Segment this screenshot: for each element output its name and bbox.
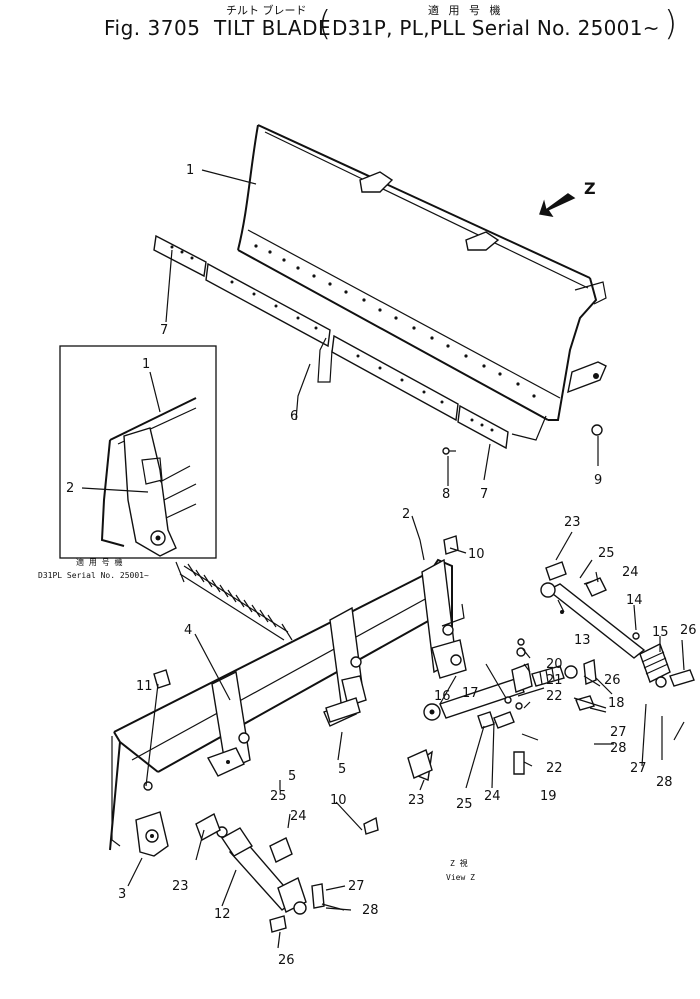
callout-23b: 23 [408, 793, 425, 808]
inset-serial-label: D31PL Serial No. 25001~ [38, 571, 149, 580]
callout-2: 2 [402, 507, 410, 522]
open-bracket: ( [318, 4, 332, 44]
callout-20: 20 [546, 657, 563, 672]
callout-27b: 27 [630, 761, 647, 776]
applicable-models: D31P, PL,PLL Serial No. 25001~ [332, 16, 660, 40]
callout-2-inset: 2 [66, 481, 74, 496]
inset-detail [59, 345, 217, 559]
callout-26b: 26 [604, 673, 621, 688]
callout-5b: 5 [288, 769, 296, 784]
view-z-label: View Z [446, 873, 475, 882]
callout-numbers: 1 1 2 2 3 4 5 5 6 7 7 8 9 10 10 11 12 13… [66, 163, 697, 968]
japanese-title: チルト ブレード [226, 4, 307, 17]
applicable-models-label: 適 用 号 機 [428, 4, 504, 17]
cutting-edges [153, 234, 509, 481]
callout-1: 1 [186, 163, 194, 178]
z-arrow-letter: Z [584, 179, 596, 198]
tilt-brace [540, 561, 695, 688]
callout-28b: 28 [656, 775, 673, 790]
callout-1-inset: 1 [142, 357, 150, 372]
callout-15: 15 [652, 625, 669, 640]
callout-27a: 27 [610, 725, 627, 740]
leader-lines [127, 169, 685, 949]
callout-17: 17 [462, 686, 479, 701]
reference-arrow [175, 561, 293, 641]
callout-9: 9 [594, 473, 602, 488]
callout-24b: 24 [484, 789, 501, 804]
callout-23a: 23 [564, 515, 581, 530]
close-bracket: ) [664, 4, 678, 44]
callout-21: 21 [546, 673, 563, 688]
callout-4: 4 [184, 623, 192, 638]
figure-number: Fig. 3705 [104, 16, 201, 40]
diagram-title: TILT BLADE [214, 16, 332, 40]
callout-7a: 7 [160, 323, 168, 338]
callout-10a: 10 [468, 547, 485, 562]
blade-assembly [237, 124, 607, 441]
callout-28c: 28 [362, 903, 379, 918]
callout-14: 14 [626, 593, 643, 608]
callout-5a: 5 [338, 762, 346, 777]
bolt-and-nut [442, 424, 603, 486]
callout-6: 6 [290, 409, 298, 424]
callout-13: 13 [574, 633, 591, 648]
view-z-arrow: Z [539, 179, 596, 217]
callout-8: 8 [442, 487, 450, 502]
callout-22b: 22 [546, 761, 563, 776]
callout-27c: 27 [348, 879, 365, 894]
callout-16: 16 [434, 689, 451, 704]
view-z-label-jp: Z 視 [450, 859, 468, 868]
callout-26c: 26 [278, 953, 295, 968]
callout-26a: 26 [680, 623, 697, 638]
callout-10b: 10 [330, 793, 347, 808]
callout-25a: 25 [598, 546, 615, 561]
blade-bolt-holes [254, 244, 536, 398]
callout-7b: 7 [480, 487, 488, 502]
callout-3: 3 [118, 887, 126, 902]
blade-frame [109, 558, 467, 857]
callout-18: 18 [608, 696, 625, 711]
cylinder-12 [153, 535, 459, 933]
inset-applicable-label: 適 用 号 機 [76, 557, 122, 567]
callout-24a: 24 [622, 565, 639, 580]
callout-28a: 28 [610, 741, 627, 756]
callout-12: 12 [214, 907, 231, 922]
callout-24c: 24 [290, 809, 307, 824]
callout-19: 19 [540, 789, 557, 804]
callout-25c: 25 [270, 789, 287, 804]
callout-23c: 23 [172, 879, 189, 894]
callout-11: 11 [136, 679, 153, 694]
callout-25b: 25 [456, 797, 473, 812]
callout-22a: 22 [546, 689, 563, 704]
